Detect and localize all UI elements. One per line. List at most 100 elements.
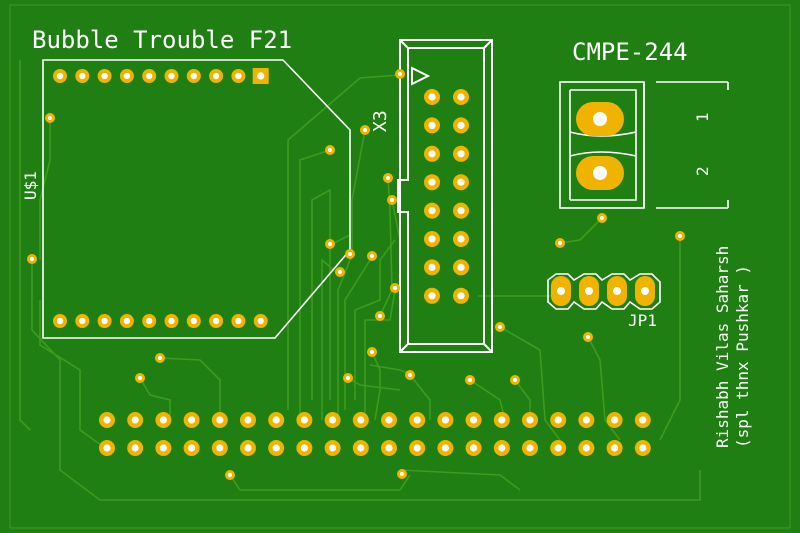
header-pad-bottom: [268, 440, 285, 456]
via: [325, 239, 335, 249]
board-title: Bubble Trouble F21: [32, 26, 292, 54]
x3-pad: [424, 174, 440, 191]
pads-layer: [53, 68, 655, 456]
header-pad-top: [324, 412, 341, 428]
x3-pad: [453, 287, 469, 304]
jp1-pad: [635, 276, 655, 306]
x3-pad: [424, 145, 440, 162]
header-pad-bottom: [465, 440, 482, 456]
u1-pad-top: [164, 69, 179, 83]
via: [45, 113, 55, 123]
x3-pad: [424, 259, 440, 276]
header-pad-top: [381, 412, 397, 428]
x3-pad: [424, 117, 440, 134]
u1-pad-top: [75, 69, 90, 83]
jp1-pad: [607, 276, 627, 306]
vias-layer: [27, 69, 685, 480]
terminal-pin1-label: 1: [693, 112, 712, 122]
pin1-triangle-marker: [411, 66, 431, 86]
u1-pad-bottom: [97, 314, 112, 328]
header-pad-bottom: [606, 440, 623, 456]
u1-pad-bottom: [231, 314, 246, 328]
header-pad-bottom: [634, 440, 651, 456]
x3-pad: [453, 174, 469, 191]
x3-pad: [453, 202, 469, 219]
x3-pad: [453, 145, 469, 162]
x3-pad: [424, 287, 440, 304]
via: [555, 238, 565, 248]
via: [395, 69, 405, 79]
via: [387, 195, 397, 205]
via: [583, 332, 593, 342]
terminal-pin2-label: 2: [693, 166, 712, 176]
via: [510, 375, 520, 385]
header-pad-top: [465, 412, 482, 428]
via: [465, 375, 475, 385]
via: [27, 254, 37, 264]
via: [675, 231, 685, 241]
terminal-pad-2: [576, 156, 624, 190]
jp1-pad: [551, 276, 571, 306]
screw-terminal: [559, 81, 729, 209]
header-pad-top: [183, 412, 200, 428]
header-pad-bottom: [352, 440, 369, 456]
jp1-outline: [547, 273, 661, 310]
terminal-pad-1: [576, 102, 624, 136]
header-pad-bottom: [381, 440, 397, 456]
header-pad-top: [127, 412, 144, 428]
copper-traces: [19, 60, 701, 501]
x3-pad: [453, 117, 469, 134]
via: [367, 347, 377, 357]
via: [495, 322, 505, 332]
header-pad-bottom: [578, 440, 595, 456]
author-line1: Rishabh Vilas Saharsh: [713, 246, 732, 448]
header-pad-top: [522, 412, 538, 428]
jp1-pad: [579, 276, 599, 306]
u1-ref-label: U$1: [21, 171, 40, 200]
u1-pad-top: [119, 69, 134, 83]
u1-pad-top: [97, 69, 112, 83]
header-pad-top: [296, 412, 313, 428]
header-pad-top: [409, 412, 426, 428]
header-pad-bottom: [324, 440, 341, 456]
x3-pad: [424, 202, 440, 219]
u1-pad-bottom: [186, 314, 201, 328]
x3-pad: [453, 231, 469, 247]
via: [367, 251, 377, 261]
header-pad-bottom: [127, 440, 144, 456]
u1-pad-bottom: [209, 314, 224, 328]
header-pad-top: [240, 412, 256, 428]
board-outline: [9, 4, 791, 529]
header-pad-bottom: [211, 440, 228, 456]
header-pad-bottom: [522, 440, 538, 456]
u1-pad-top: [53, 69, 67, 83]
via: [383, 173, 393, 183]
via: [135, 373, 145, 383]
u1-pad-square: [252, 68, 269, 84]
header-pad-top: [578, 412, 595, 428]
via: [405, 370, 415, 380]
via: [225, 470, 235, 480]
u1-pad-bottom: [142, 314, 157, 328]
header-pad-top: [437, 412, 454, 428]
author-line2: (spl thnx Pushkar ): [733, 265, 752, 448]
x3-pad: [453, 89, 469, 105]
header-pad-top: [99, 412, 115, 428]
header-pad-bottom: [409, 440, 426, 456]
u1-pad-bottom: [75, 314, 90, 328]
header-pad-top: [634, 412, 651, 428]
x3-pad: [453, 259, 469, 276]
jp1-ref-label: JP1: [628, 311, 657, 330]
via: [360, 125, 370, 135]
x3-connector-outline: [397, 39, 493, 353]
header-pad-bottom: [240, 440, 256, 456]
header-pad-top: [493, 412, 510, 428]
u1-pad-bottom: [53, 314, 67, 328]
via: [390, 283, 400, 293]
u1-pad-top: [209, 69, 224, 83]
header-pad-bottom: [99, 440, 115, 456]
header-pad-bottom: [155, 440, 172, 456]
u1-pad-bottom: [119, 314, 134, 328]
via: [397, 469, 407, 479]
